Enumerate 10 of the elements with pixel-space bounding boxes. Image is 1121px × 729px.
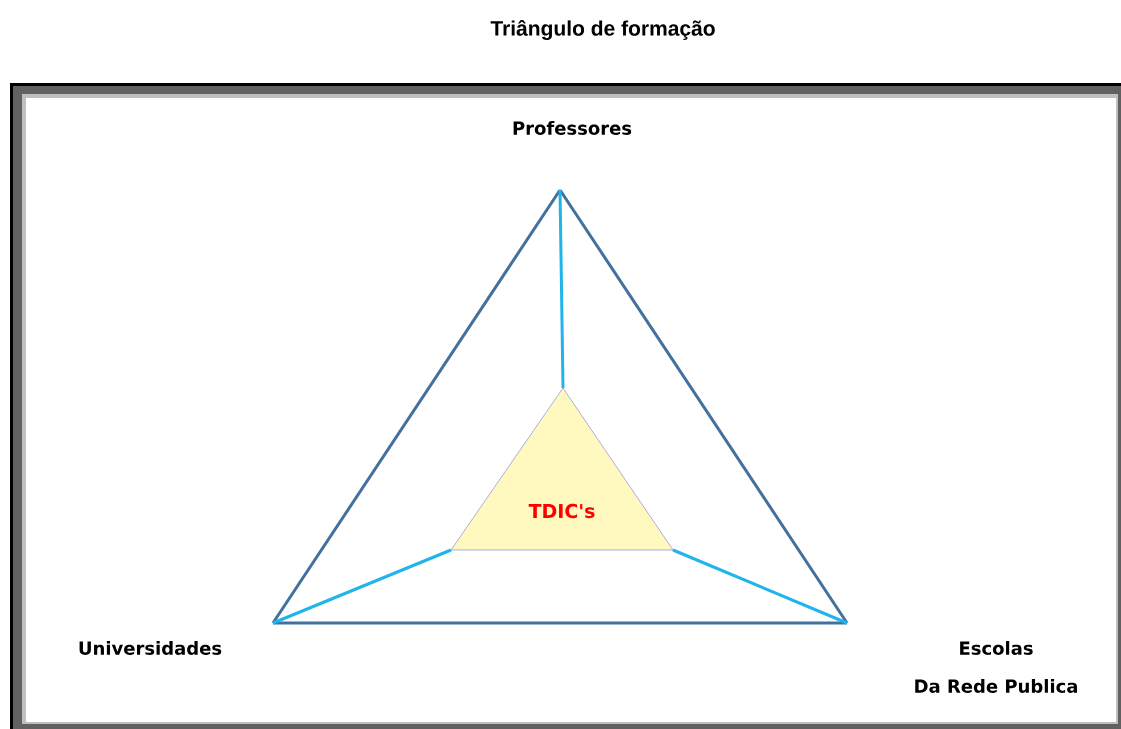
triangle-side <box>271 189 562 624</box>
vertex-label: Universidades <box>79 641 222 655</box>
title: Triângulo de formação <box>490 19 715 41</box>
vertex-label: Escolas Da Rede Publica <box>915 641 1078 693</box>
vertex-label: Professores <box>513 121 632 135</box>
connector-line <box>672 548 848 625</box>
triangle-side <box>273 621 847 625</box>
center-label: TDIC's <box>528 503 595 519</box>
connector-line <box>558 189 565 389</box>
connector-line <box>272 548 452 625</box>
